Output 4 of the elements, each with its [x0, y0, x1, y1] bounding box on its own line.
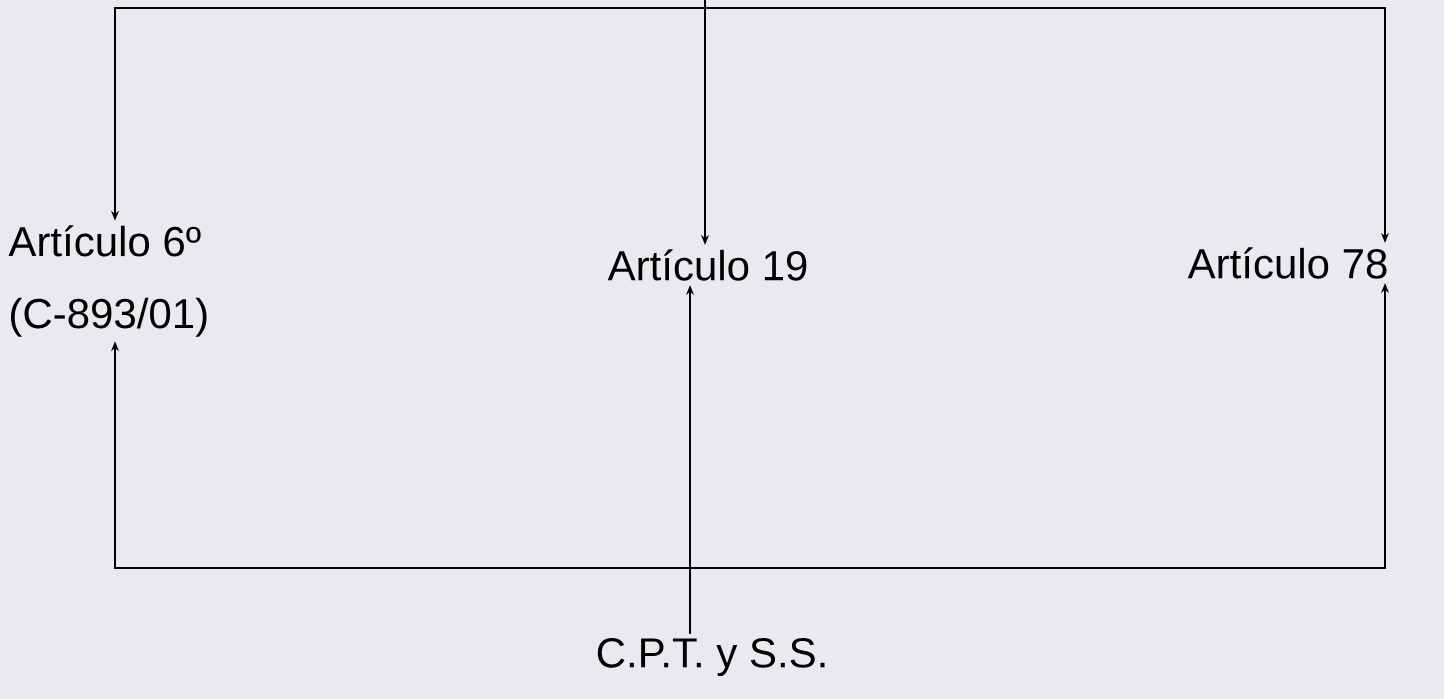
node-label: Artículo 19 [607, 249, 807, 281]
node-label: Artículo 6º (C-893/01) [8, 225, 207, 337]
node-label: C.P.T. y S.S. [597, 637, 825, 676]
node-label: Artículo 78 [1187, 247, 1387, 279]
